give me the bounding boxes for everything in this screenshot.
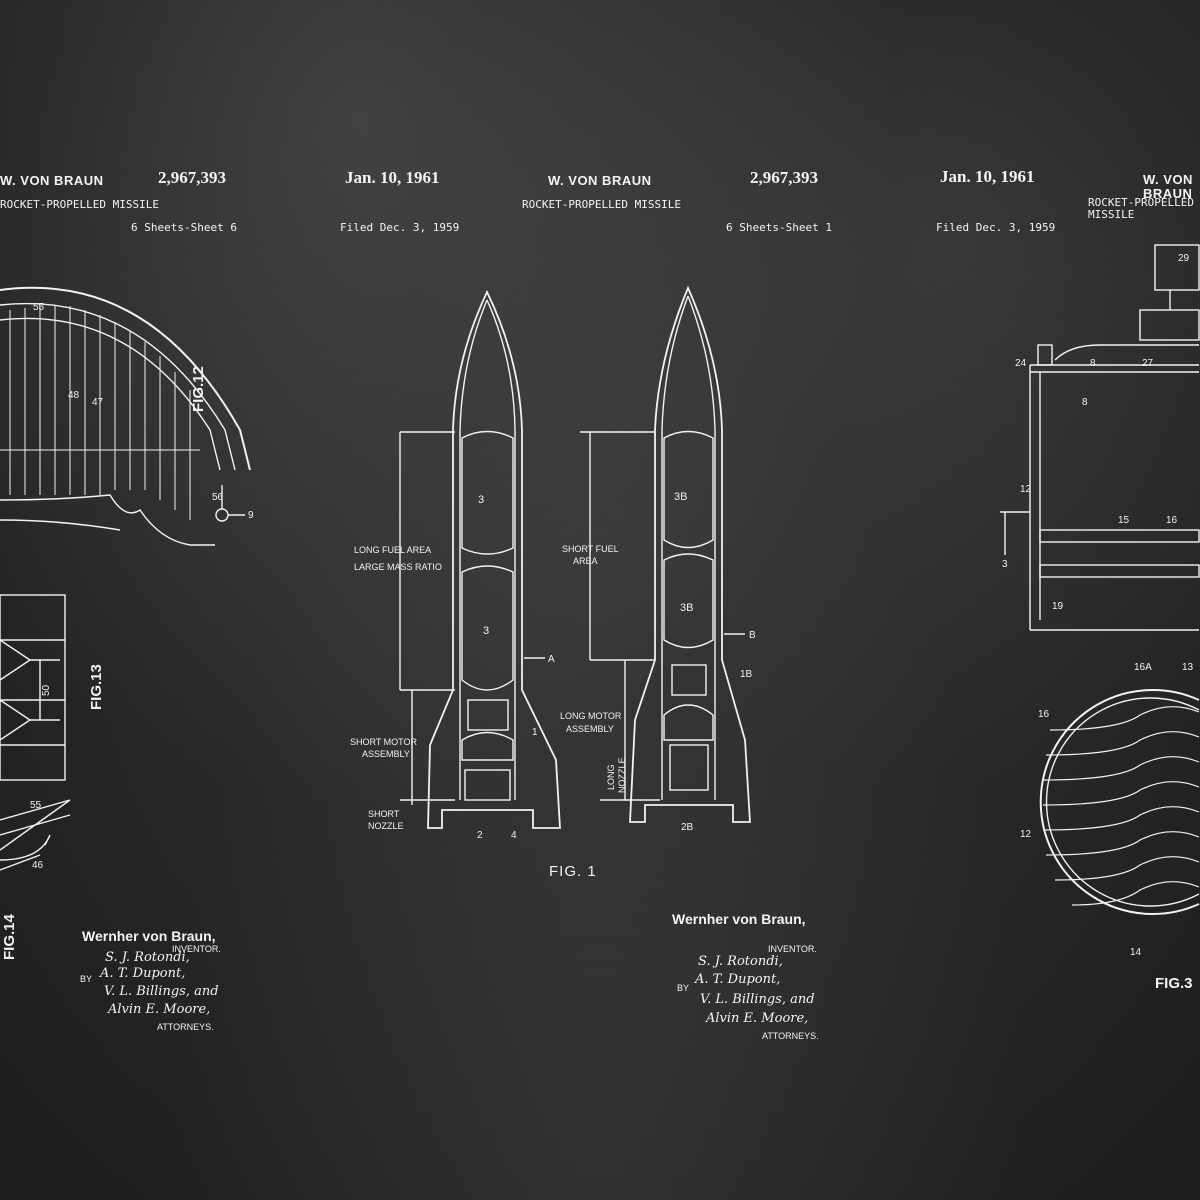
- ref-16b: 16: [1038, 709, 1050, 720]
- rocket-a-ref-4: 4: [511, 830, 517, 841]
- left-signature-4: Alvin E. Moore,: [108, 1002, 211, 1017]
- left-signature-3: V. L. Billings, and: [104, 984, 219, 999]
- right-title: ROCKET-PROPELLED MISSILE: [1088, 196, 1194, 221]
- ref-55: 55: [33, 302, 45, 313]
- fig13-label: FIG.13: [88, 664, 105, 710]
- fig1-label: FIG. 1: [549, 863, 597, 880]
- center-signature-4: Alvin E. Moore,: [706, 1011, 809, 1026]
- center-signature-1: S. J. Rotondi,: [698, 954, 783, 969]
- rocket-b-motor: 1B: [740, 669, 753, 680]
- rocket-b-tank-upper: 3B: [674, 491, 687, 503]
- center-signature-3: V. L. Billings, and: [700, 992, 815, 1007]
- rocket-b-tank-lower: 3B: [680, 602, 693, 614]
- fig12-drawing: [0, 286, 251, 546]
- ref-12b: 12: [1020, 829, 1032, 840]
- ref-12a: 12: [1020, 484, 1032, 495]
- rocket-a-motor: 1: [532, 727, 538, 738]
- right-filed-date: Filed Dec. 3, 1959: [936, 221, 1056, 234]
- rocket-b-ref-2b: 2B: [681, 822, 694, 833]
- ref-9: 9: [248, 510, 254, 521]
- left-inventor-label: INVENTOR.: [172, 944, 221, 954]
- fig13-drawing: [0, 594, 66, 781]
- rocket-b-drawing: [580, 285, 751, 823]
- left-patent-number: 2,967,393: [158, 168, 226, 187]
- ref-24: 24: [1015, 358, 1027, 369]
- ref-47: 47: [92, 397, 104, 408]
- ref-56: 56: [212, 492, 224, 503]
- rocket-a-label-motor-2: ASSEMBLY: [362, 749, 410, 759]
- ref-8a: 8: [1090, 358, 1096, 369]
- center-by: BY: [677, 983, 690, 993]
- right-date: Jan. 10, 1961: [940, 167, 1035, 186]
- rocket-b-label-motor-1: LONG MOTOR: [560, 711, 622, 721]
- ref-27: 27: [1142, 358, 1154, 369]
- rocket-b-label-motor-2: ASSEMBLY: [566, 724, 614, 734]
- rocket-b-label-fuel-1: SHORT FUEL: [562, 544, 619, 554]
- rocket-a-label-nozzle-1: SHORT: [368, 809, 400, 819]
- rocket-a-label-fuel-2: LARGE MASS RATIO: [354, 562, 442, 572]
- fig12-label: FIG.12: [190, 366, 207, 412]
- fig14-drawing: [0, 799, 71, 871]
- rocket-a-section: A: [548, 654, 555, 665]
- tank-section-drawing: [1000, 244, 1200, 631]
- rocket-a-tank-lower: 3: [483, 625, 489, 637]
- ref-3: 3: [1002, 559, 1008, 570]
- rocket-a-drawing: [399, 289, 561, 829]
- rocket-b-label-nozzle-2: NOZZLE: [617, 757, 627, 793]
- left-inventor-header: W. VON BRAUN: [0, 173, 104, 188]
- left-by: BY: [80, 974, 93, 984]
- ref-48: 48: [68, 390, 80, 401]
- center-title: ROCKET-PROPELLED MISSILE: [522, 198, 681, 211]
- rocket-a-label-fuel-1: LONG FUEL AREA: [354, 545, 431, 555]
- ref-16a: 16: [1166, 515, 1178, 526]
- fig3-drawing: [1039, 689, 1200, 915]
- center-inventor-label: INVENTOR.: [768, 944, 817, 954]
- ref-29: 29: [1178, 253, 1190, 264]
- center-inventor-name: Wernher von Braun,: [672, 911, 806, 927]
- rocket-a-label-motor-1: SHORT MOTOR: [350, 737, 418, 747]
- center-signature-2: A. T. Dupont,: [695, 972, 781, 987]
- left-title: ROCKET-PROPELLED MISSILE: [0, 198, 159, 211]
- rocket-a-tank-upper: 3: [478, 494, 484, 506]
- right-inventor-header: W. VON BRAUN: [1143, 172, 1193, 201]
- rocket-a-label-nozzle-2: NOZZLE: [368, 821, 404, 831]
- ref-15: 15: [1118, 515, 1130, 526]
- rocket-b-label-nozzle-1: LONG: [606, 764, 616, 790]
- left-signature-1: S. J. Rotondi,: [105, 950, 190, 965]
- center-patent-number: 2,967,393: [750, 168, 818, 187]
- ref-16A: 16A: [1134, 662, 1152, 673]
- left-sheet-number: 6 Sheets-Sheet 6: [131, 221, 237, 234]
- fig14-label: FIG.14: [1, 913, 18, 960]
- ref-13: 13: [1182, 662, 1194, 673]
- ref-14: 14: [1130, 947, 1142, 958]
- ref-8b: 8: [1082, 397, 1088, 408]
- center-date: Jan. 10, 1961: [345, 168, 440, 187]
- fig3-label: FIG.3: [1155, 975, 1193, 992]
- center-inventor-header: W. VON BRAUN: [548, 173, 652, 188]
- left-signature-2: A. T. Dupont,: [100, 966, 186, 981]
- left-inventor-name: Wernher von Braun,: [82, 928, 216, 944]
- center-sheet-number: 6 Sheets-Sheet 1: [726, 221, 832, 234]
- rocket-b-label-fuel-2: AREA: [573, 556, 598, 566]
- ref-46: 46: [32, 860, 44, 871]
- rocket-a-ref-2: 2: [477, 830, 483, 841]
- center-filed-date: Filed Dec. 3, 1959: [340, 221, 460, 234]
- left-attorneys: ATTORNEYS.: [157, 1022, 214, 1032]
- rocket-b-section: B: [749, 630, 756, 641]
- ref-55b: 55: [30, 800, 42, 811]
- ref-19: 19: [1052, 601, 1064, 612]
- ref-50: 50: [41, 684, 52, 696]
- center-attorneys: ATTORNEYS.: [762, 1031, 819, 1041]
